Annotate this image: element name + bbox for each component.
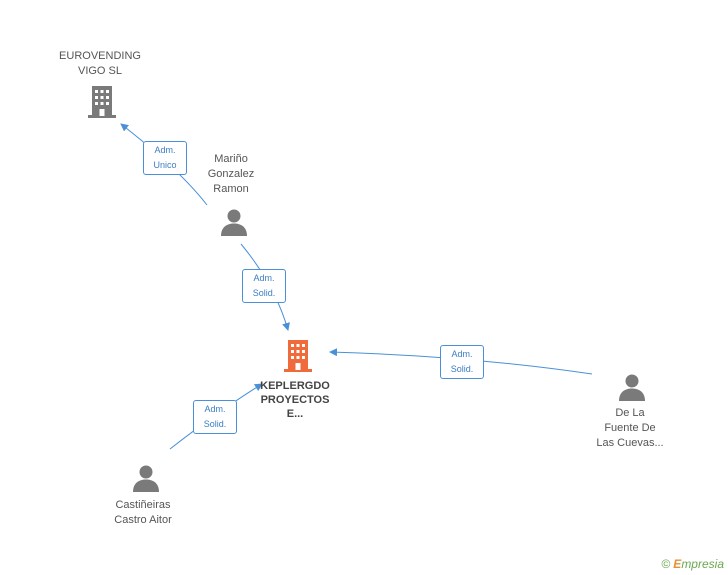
company-name-line2: PROYECTOS (260, 394, 330, 406)
edge-label-adm-solid-delafuente[interactable]: Adm. Solid. (440, 345, 484, 379)
company-keplergdo-label[interactable]: KEPLERGDO PROYECTOS E... (245, 379, 345, 421)
edge-label-line1: Adm. (451, 349, 473, 359)
person-name-line1: Mariño (214, 153, 248, 165)
edge-label-line2: Solid. (450, 364, 474, 374)
person-name-line2: Gonzalez (207, 168, 255, 180)
person-castineiras-label[interactable]: Castiñeiras Castro Aitor (93, 498, 193, 528)
edge-label-line2: Unico (153, 160, 177, 170)
edge-label-line1: Adm. (154, 145, 176, 155)
company-name-line1: KEPLERGDO (260, 380, 330, 392)
person-icon[interactable] (219, 207, 249, 237)
building-icon[interactable] (86, 84, 118, 120)
person-marino-label[interactable]: Mariño Gonzalez Ramon (191, 152, 271, 197)
brand-logo-e: E (673, 557, 682, 571)
edge-label-adm-solid-castineiras[interactable]: Adm. Solid. (193, 400, 237, 434)
brand-logo-text: mpresia (681, 557, 724, 571)
edge-label-adm-unico[interactable]: Adm. Unico (143, 141, 187, 175)
edge-label-line1: Adm. (204, 404, 226, 414)
person-icon[interactable] (617, 372, 647, 402)
edge-label-line2: Solid. (203, 419, 227, 429)
person-name-line3: Las Cuevas... (596, 437, 664, 449)
person-icon[interactable] (131, 463, 161, 493)
edge-label-line2: Solid. (252, 288, 276, 298)
person-delafuente-label[interactable]: De La Fuente De Las Cuevas... (580, 406, 680, 451)
building-icon[interactable] (282, 338, 314, 374)
person-name-line1: De La (615, 407, 645, 419)
company-name-line2: VIGO SL (77, 65, 123, 77)
brand-footer[interactable]: ©Empresia (661, 557, 724, 571)
person-name-line2: Fuente De (604, 422, 656, 434)
person-name-line3: Ramon (213, 183, 249, 195)
copyright-icon: © (661, 557, 671, 571)
edge-label-line1: Adm. (253, 273, 275, 283)
company-name-line1: EUROVENDING (59, 50, 141, 62)
edge-label-adm-solid-marino[interactable]: Adm. Solid. (242, 269, 286, 303)
company-eurovending-label[interactable]: EUROVENDING VIGO SL (50, 49, 150, 79)
company-name-line3: E... (286, 408, 304, 420)
person-name-line1: Castiñeiras (115, 499, 171, 511)
person-name-line2: Castro Aitor (114, 514, 172, 526)
